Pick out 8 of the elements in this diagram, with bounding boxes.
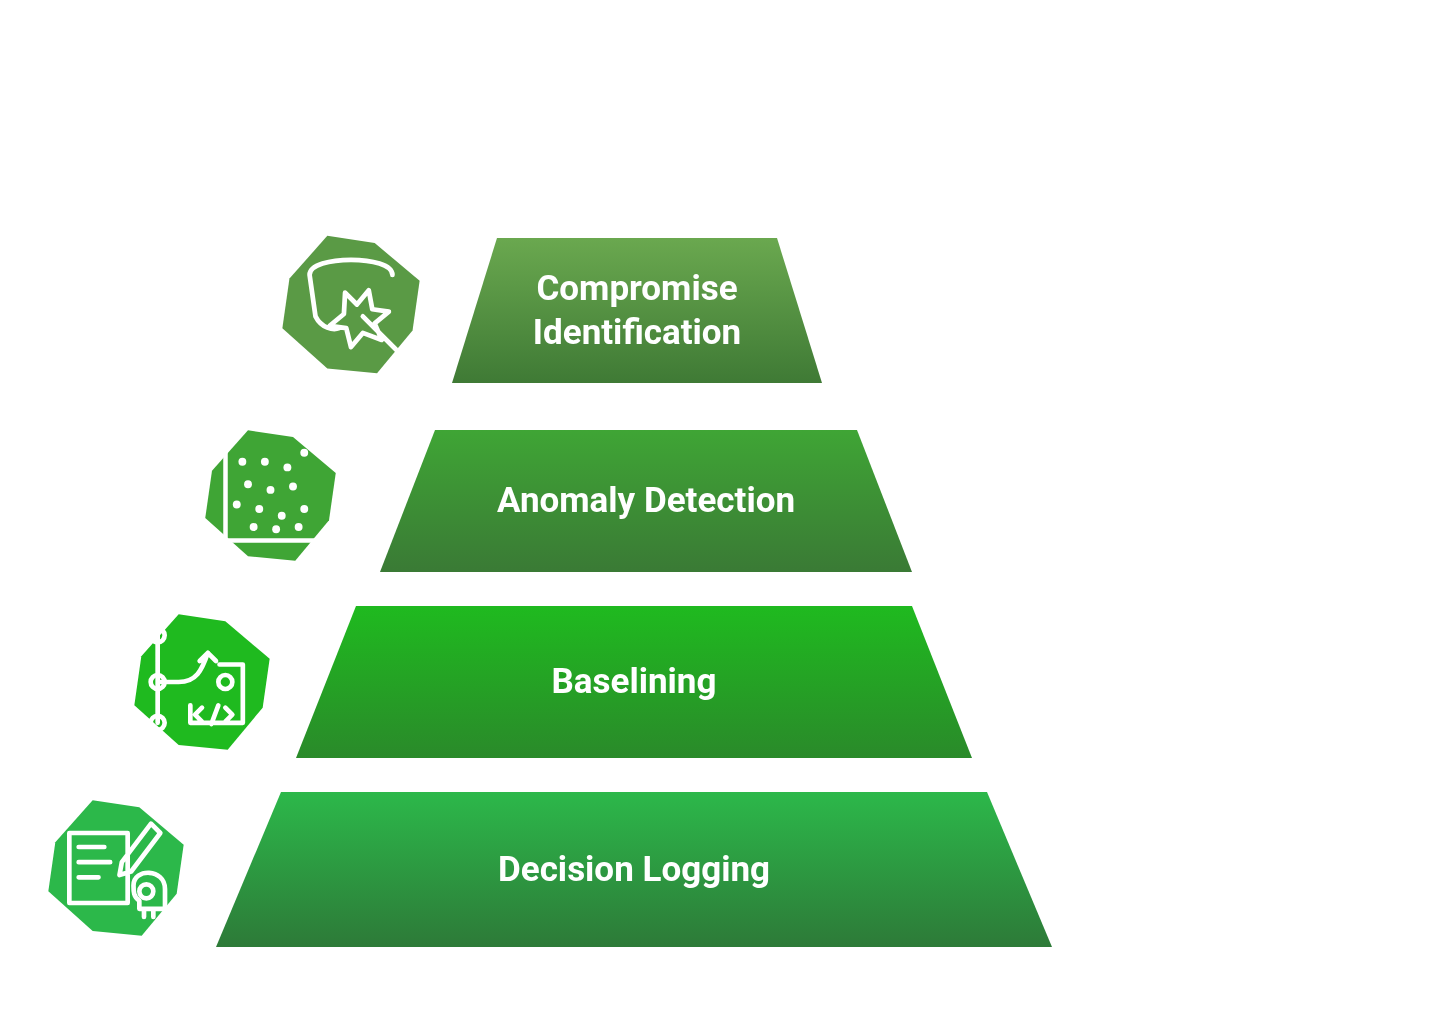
pyramid-tier [296, 606, 972, 758]
tier-label: Anomaly Detection [495, 479, 797, 523]
pyramid-tier [452, 238, 822, 383]
tier-label: Baselining [550, 660, 718, 704]
tier-label: Compromise Identification [531, 266, 743, 355]
pyramid-tier [380, 430, 912, 572]
pyramid-tier [216, 792, 1052, 947]
tier-label: Decision Logging [497, 847, 771, 892]
